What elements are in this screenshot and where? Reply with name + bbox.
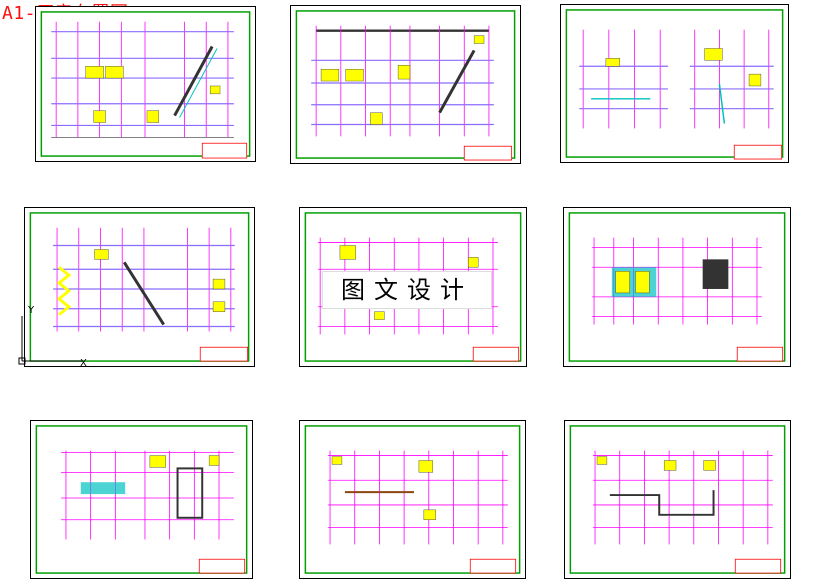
watermark: 图文设计 <box>322 271 492 309</box>
section-drawing <box>40 11 251 159</box>
drawing-sheet-plan-3[interactable] <box>30 420 253 579</box>
section-drawing <box>565 9 784 160</box>
ucs-icon: Y X <box>17 296 97 376</box>
ucs-y-label: Y <box>27 305 35 316</box>
drawing-sheet-plan-4[interactable] <box>299 420 526 579</box>
drawing-sheet-plan-2[interactable] <box>563 207 791 367</box>
plan-drawing <box>35 425 248 574</box>
plan-drawing <box>304 425 521 574</box>
plan-drawing <box>568 212 786 362</box>
section-drawing <box>295 10 516 161</box>
drawing-sheet-plan-5[interactable] <box>564 420 791 579</box>
drawing-sheet-section-1[interactable] <box>35 6 256 162</box>
drawing-sheet-section-4[interactable] <box>24 207 255 367</box>
plan-drawing <box>304 212 522 362</box>
section-drawing <box>29 212 250 362</box>
drawing-sheet-section-3[interactable] <box>560 4 789 163</box>
plan-drawing <box>569 425 786 574</box>
drawing-sheet-section-2[interactable] <box>290 5 521 164</box>
ucs-x-label: X <box>80 358 87 369</box>
